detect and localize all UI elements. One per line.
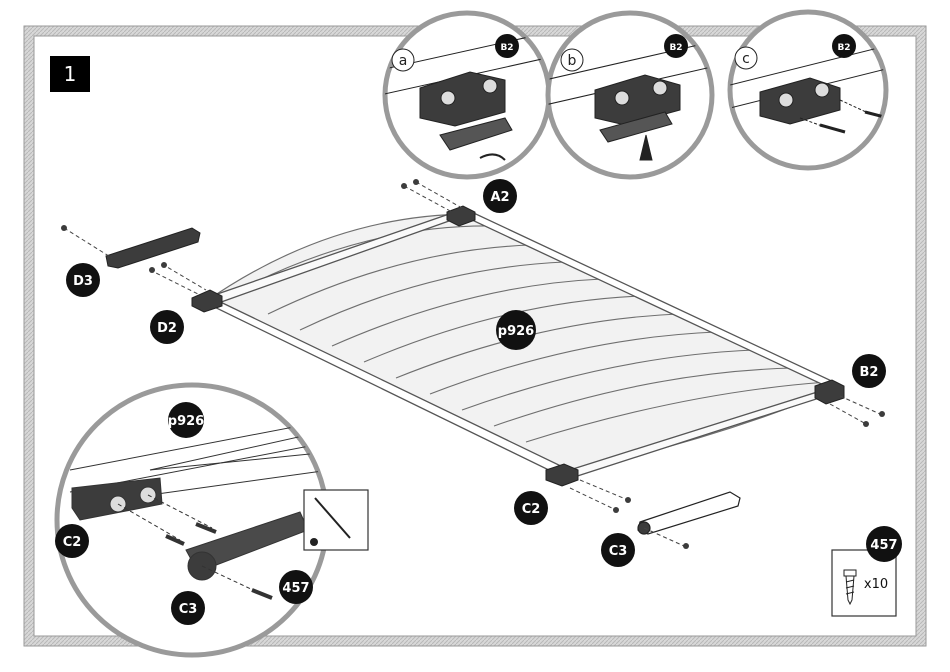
svg-text:C3: C3 bbox=[179, 602, 198, 617]
callout-c: c B2 bbox=[730, 12, 890, 168]
svg-text:C2: C2 bbox=[522, 502, 541, 517]
hardware-part: 457 bbox=[870, 538, 897, 553]
label-c2: C2 bbox=[514, 491, 548, 525]
callout-a-letter: a bbox=[399, 53, 408, 69]
detail-label-c3: C3 bbox=[171, 591, 205, 625]
svg-text:C3: C3 bbox=[609, 544, 628, 559]
svg-text:p926: p926 bbox=[168, 414, 204, 429]
callout-b-letter: b bbox=[568, 53, 577, 69]
hardware-qty: x10 bbox=[864, 577, 888, 592]
svg-text:457: 457 bbox=[282, 581, 309, 596]
svg-text:D2: D2 bbox=[157, 321, 177, 336]
callout-c-part: B2 bbox=[837, 43, 850, 53]
label-d3: D3 bbox=[66, 263, 100, 297]
svg-text:B2: B2 bbox=[860, 365, 879, 380]
detail-label-457: 457 bbox=[279, 570, 313, 604]
svg-text:D3: D3 bbox=[73, 274, 93, 289]
svg-text:C2: C2 bbox=[63, 535, 82, 550]
step-number: 1 bbox=[64, 62, 77, 86]
label-b2: B2 bbox=[852, 354, 886, 388]
label-c3: C3 bbox=[601, 533, 635, 567]
detail-label-p926: p926 bbox=[168, 402, 204, 438]
svg-text:p926: p926 bbox=[498, 324, 534, 339]
label-p926: p926 bbox=[496, 310, 536, 350]
callout-c-letter: c bbox=[742, 51, 750, 67]
label-d2: D2 bbox=[150, 310, 184, 344]
step-number-badge: 1 bbox=[50, 56, 90, 92]
screwdriver-inset-icon bbox=[304, 490, 368, 550]
svg-text:A2: A2 bbox=[490, 190, 509, 205]
callout-a-part: B2 bbox=[500, 43, 513, 53]
label-a2: A2 bbox=[483, 179, 517, 213]
callout-b-part: B2 bbox=[669, 43, 682, 53]
detail-label-c2: C2 bbox=[55, 524, 89, 558]
